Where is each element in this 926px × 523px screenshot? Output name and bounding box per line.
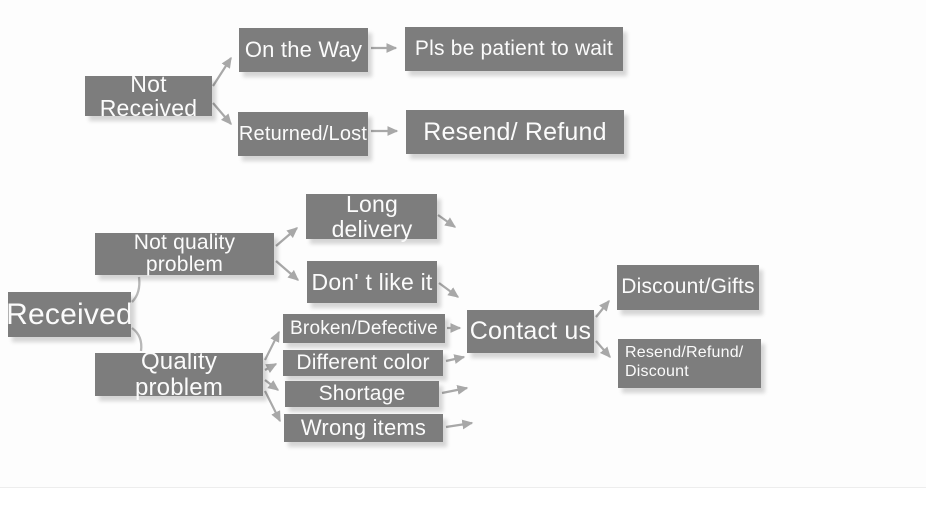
node-not-quality-problem: Not quality problem <box>95 231 274 276</box>
node-quality-problem: Quality problem <box>95 349 263 400</box>
node-resend-refund: Resend/ Refund <box>406 110 624 154</box>
node-not-received: Not Received <box>85 72 212 120</box>
node-dont-like-it: Don' t like it <box>307 261 437 303</box>
node-wrong-items: Wrong items <box>284 414 443 442</box>
node-shortage: Shortage <box>285 381 439 407</box>
node-on-the-way: On the Way <box>239 28 368 72</box>
node-long-delivery: Long delivery <box>306 192 437 241</box>
node-different-color: Different color <box>283 350 443 376</box>
node-broken-defective: Broken/Defective <box>283 314 445 343</box>
node-returned-lost: Returned/Lost <box>238 112 368 156</box>
node-contact-us: Contact us <box>467 310 594 353</box>
node-received: Received <box>6 292 133 337</box>
node-pls-be-patient: Pls be patient to wait <box>405 27 623 71</box>
node-resend-refund-discount: Resend/Refund/ Discount <box>618 339 761 388</box>
node-discount-gifts: Discount/Gifts <box>617 265 759 310</box>
